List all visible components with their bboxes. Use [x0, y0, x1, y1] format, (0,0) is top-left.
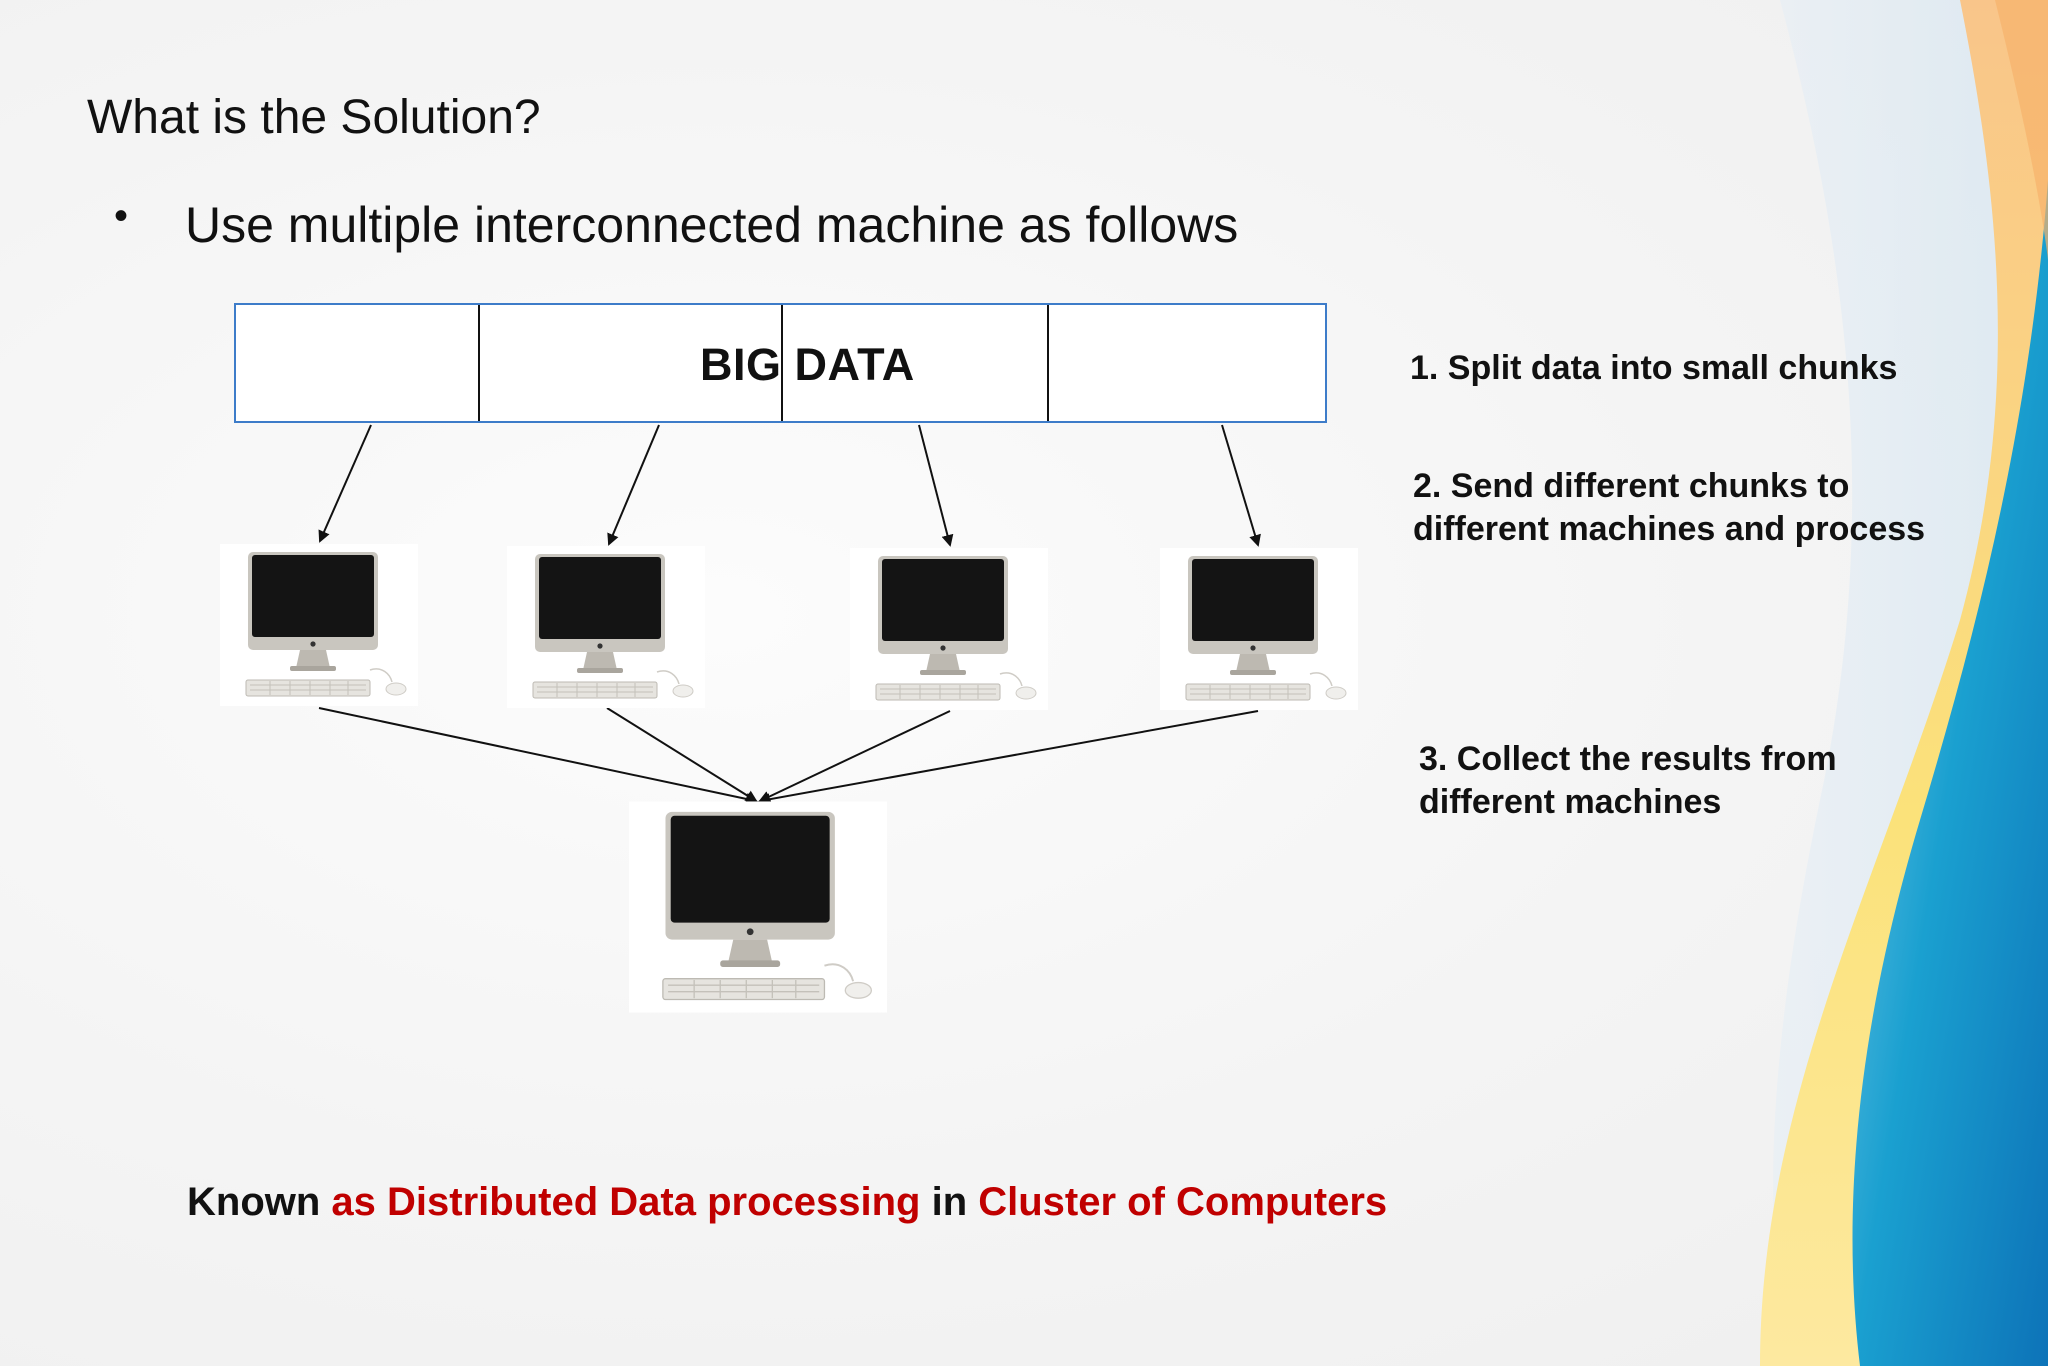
split-arrow-1 [318, 424, 372, 543]
desktop-computer-icon [850, 548, 1048, 710]
collect-arrow-1 [318, 707, 758, 805]
step-3-line-1: 3. Collect the results from [1419, 740, 1837, 778]
step-2-line-2: different machines and process [1413, 510, 1926, 548]
desktop-computer-icon [507, 546, 705, 708]
big-data-label: BIG DATA [700, 339, 915, 390]
footer-part-1: Known [187, 1180, 332, 1224]
chunk-divider-1 [478, 305, 480, 421]
footer-highlight-1: as Distributed Data processing [331, 1180, 921, 1224]
chunk-divider-2 [781, 305, 783, 421]
collect-arrow-2 [606, 707, 758, 803]
bullet-text: Use multiple interconnected machine as f… [185, 197, 1239, 253]
step-1-line-1: 1. Split data into small chunks [1410, 349, 1898, 387]
step-1: 1. Split data into small chunks [1410, 347, 1897, 390]
desktop-computer-icon [1160, 548, 1358, 710]
split-arrow-4 [1221, 424, 1261, 547]
bullet-dot: • [114, 194, 129, 238]
split-arrow-3 [918, 424, 954, 547]
desktop-computer-icon [629, 801, 887, 1013]
slide-title: What is the Solution? [87, 91, 541, 144]
step-3-line-2: different machines [1419, 783, 1722, 821]
step-2-line-1: 2. Send different chunks to [1413, 467, 1850, 505]
collect-arrow-3 [758, 710, 951, 803]
footer-statement: Known as Distributed Data processing in … [187, 1180, 1387, 1225]
step-3: 3. Collect the results from different ma… [1419, 738, 1837, 824]
split-arrow-2 [607, 424, 660, 546]
chunk-divider-3 [1047, 305, 1049, 421]
big-data-box [234, 303, 1327, 423]
footer-part-3: in [920, 1180, 979, 1224]
step-2: 2. Send different chunks to different ma… [1413, 465, 1925, 551]
desktop-computer-icon [220, 544, 418, 706]
footer-highlight-2: Cluster of Computers [978, 1180, 1388, 1224]
collect-arrow-4 [758, 710, 1259, 806]
